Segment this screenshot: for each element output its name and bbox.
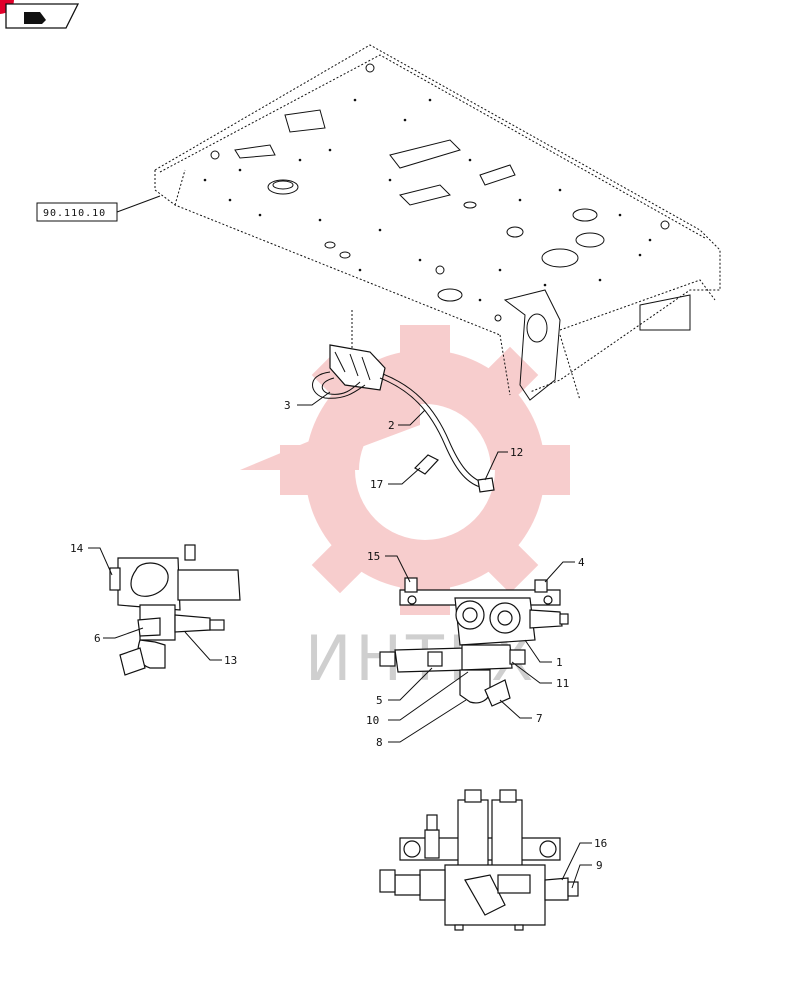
callout-2: 2 [388,419,395,432]
callout-15: 15 [367,550,380,563]
reference-box-label: 90.110.10 [43,208,106,219]
callout-11: 11 [556,677,569,690]
callout-4: 4 [578,556,585,569]
callout-14: 14 [70,542,84,555]
callout-17: 17 [370,478,383,491]
valve-manifold-center [379,577,569,707]
valve-harness-assembly [312,310,495,493]
callout-labels: 1 2 3 4 5 6 7 8 9 10 11 12 13 14 15 16 1… [70,399,607,872]
callout-10: 10 [366,714,379,727]
valve-stack-bottom [379,789,579,931]
callout-leaders [88,391,592,889]
callout-7: 7 [536,712,543,725]
solenoid-valve-left [109,544,241,676]
callout-3: 3 [284,399,291,412]
callout-13: 13 [224,654,237,667]
callout-8: 8 [376,736,383,749]
callout-5: 5 [376,694,383,707]
platform-frame [154,44,721,401]
gasket-part [414,454,439,475]
callout-6: 6 [94,632,101,645]
callout-12: 12 [510,446,523,459]
reference-box[interactable]: 90.110.10 [36,195,161,222]
callout-9: 9 [596,859,603,872]
callout-16: 16 [594,837,607,850]
corner-nav-icon[interactable] [0,0,80,29]
callout-1: 1 [556,656,563,669]
